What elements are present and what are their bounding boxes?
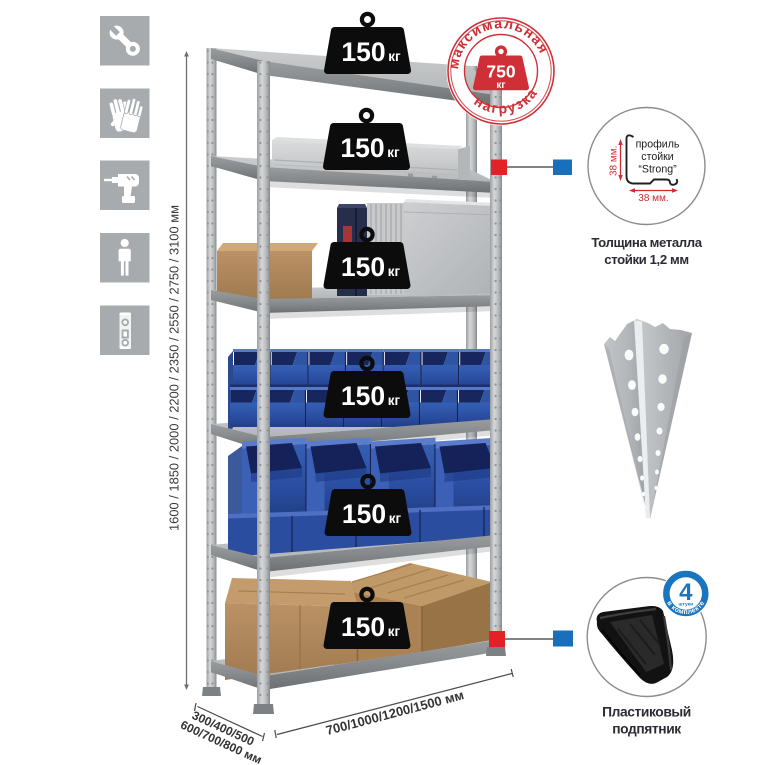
svg-text:150: 150	[340, 133, 384, 163]
svg-text:кг: кг	[496, 80, 505, 91]
svg-text:кг: кг	[388, 264, 401, 279]
svg-text:кг: кг	[389, 511, 402, 526]
svg-text:стойки: стойки	[641, 151, 673, 163]
svg-text:150: 150	[341, 37, 385, 67]
svg-text:кг: кг	[387, 145, 400, 160]
svg-text:4: 4	[679, 579, 693, 606]
svg-text:38 мм.: 38 мм.	[638, 193, 668, 204]
svg-text:стойки 1,2 мм: стойки 1,2 мм	[604, 252, 688, 267]
svg-text:1600 / 1850 / 2000 / 2200 / 23: 1600 / 1850 / 2000 / 2200 / 2350 / 2550 …	[167, 205, 182, 531]
svg-text:штуки: штуки	[679, 603, 694, 608]
svg-text:кг: кг	[388, 49, 401, 64]
svg-text:“Strong”: “Strong”	[638, 164, 677, 176]
svg-text:профиль: профиль	[636, 139, 680, 151]
svg-text:150: 150	[341, 381, 385, 411]
svg-text:подпятник: подпятник	[612, 722, 681, 737]
svg-text:Толщина металла: Толщина металла	[591, 235, 702, 250]
svg-text:38 мм.: 38 мм.	[609, 146, 620, 176]
svg-text:150: 150	[341, 252, 385, 282]
svg-text:кг: кг	[388, 624, 401, 639]
svg-text:150: 150	[342, 499, 386, 529]
svg-text:150: 150	[341, 612, 385, 642]
svg-text:кг: кг	[388, 393, 401, 408]
svg-text:700/1000/1200/1500 мм: 700/1000/1200/1500 мм	[324, 687, 465, 738]
svg-text:750: 750	[486, 62, 515, 82]
svg-text:Пластиковый: Пластиковый	[602, 705, 691, 720]
